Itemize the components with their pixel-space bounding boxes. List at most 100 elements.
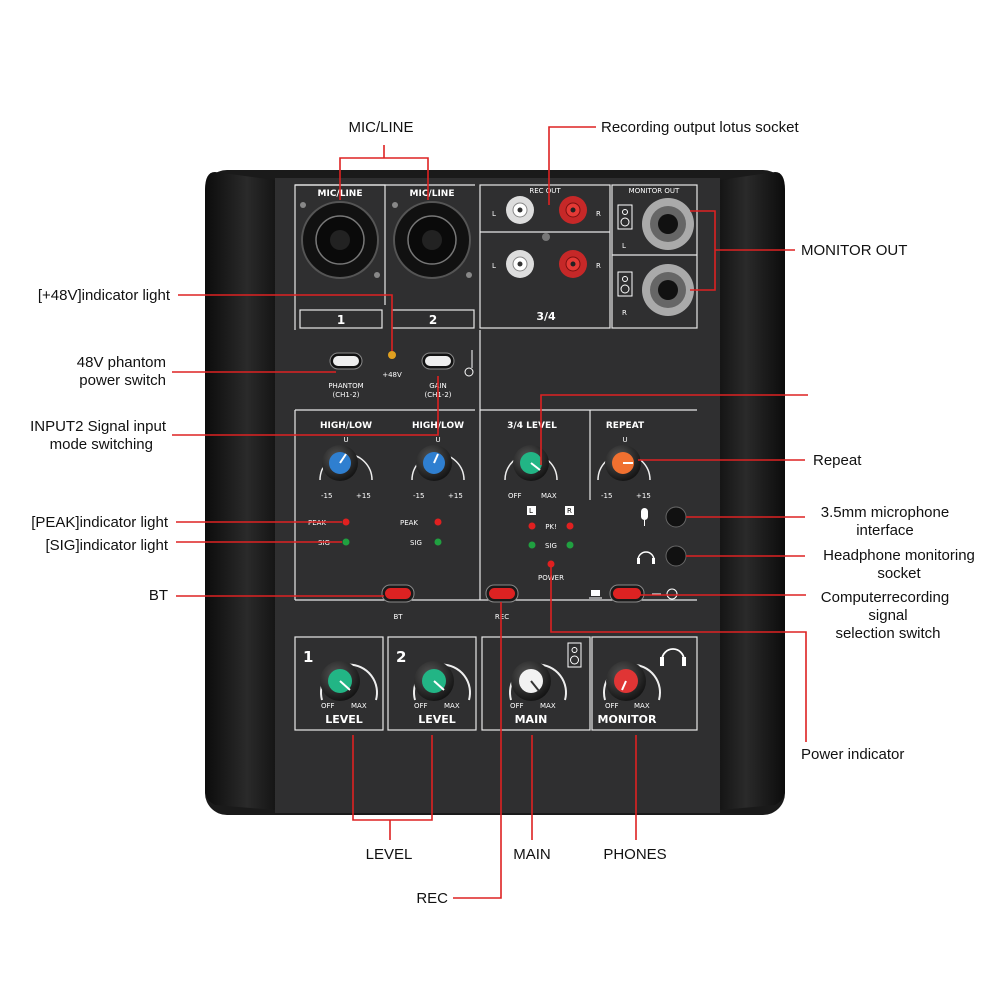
loop-icon [652, 588, 678, 600]
repeat-knob[interactable] [597, 445, 651, 481]
peak-led-1 [342, 518, 350, 526]
panel-borders [294, 184, 698, 731]
max-label-main: MAX [540, 702, 556, 710]
callout-peak: [PEAK]indicator light [31, 514, 169, 531]
rca-socket-rec-l[interactable] [506, 196, 534, 224]
level-34-knob[interactable] [504, 445, 558, 481]
callout-repeat: Repeat [813, 452, 862, 469]
callout-computer-2: signal [868, 607, 907, 624]
callout-mic-interface-1: 3.5mm microphone [821, 504, 949, 521]
plus48v-label: +48V [382, 371, 402, 379]
plus15-label-1: +15 [356, 492, 371, 500]
speaker-icon [567, 642, 582, 668]
xlr-input-1[interactable] [300, 201, 380, 279]
callout-rec: REC [416, 890, 448, 907]
microphone-icon [641, 508, 648, 526]
rca-socket-rec-r[interactable] [559, 196, 587, 224]
monitor-knob[interactable] [603, 661, 661, 701]
callout-mic-line: MIC/LINE [348, 119, 413, 136]
mic-jack-35mm[interactable] [665, 506, 687, 528]
callout-headphone-1: Headphone monitoring [823, 547, 975, 564]
repeat-panel-label: REPEAT [606, 421, 645, 431]
monitor-out-l-jack[interactable] [642, 198, 694, 250]
callout-48v-light: [+48V]indicator light [38, 287, 171, 304]
monitor-r-label: R [622, 309, 627, 317]
rca-r-label-1: R [596, 210, 601, 218]
rec-button[interactable] [485, 584, 519, 603]
callout-level: LEVEL [366, 846, 413, 863]
level-panel-label-1: LEVEL [325, 713, 363, 726]
callout-phantom-1: 48V phantom [77, 354, 166, 371]
u-label-3: U [622, 436, 627, 444]
u-label-1: U [343, 436, 348, 444]
led-48v [388, 351, 396, 359]
u-label-2: U [435, 436, 440, 444]
headphone-jack[interactable] [665, 545, 687, 567]
computer-icon [589, 590, 602, 599]
gain-switch[interactable] [421, 352, 455, 370]
bt-button[interactable] [381, 584, 415, 603]
phantom-sub-label: (CH1-2) [332, 391, 359, 399]
phantom-switch[interactable] [329, 352, 363, 370]
rca-r-label-2: R [596, 262, 601, 270]
max-label-34: MAX [541, 492, 557, 500]
callout-input2-2: mode switching [50, 436, 153, 453]
callout-sig: [SIG]indicator light [45, 537, 168, 554]
min15-label-3: -15 [601, 492, 612, 500]
rec-panel-label: REC [495, 613, 509, 621]
sig-led-l [528, 541, 536, 549]
min15-label-1: -15 [321, 492, 332, 500]
callout-mic-interface-2: interface [856, 522, 914, 539]
monitor-out-panel-label: MONITOR OUT [629, 187, 680, 195]
sig-led-2 [434, 538, 442, 546]
rca-socket-34-r[interactable] [559, 250, 587, 278]
callout-headphone-2: socket [877, 565, 921, 582]
sig-label-2: SIG [410, 539, 422, 547]
callout-power: Power indicator [801, 746, 904, 763]
xlr-input-2[interactable] [392, 201, 472, 279]
level-knob-1[interactable] [320, 661, 378, 701]
callout-bt: BT [149, 587, 168, 604]
pk-label: PK! [545, 523, 557, 531]
callout-rec-output: Recording output lotus socket [601, 119, 799, 136]
speaker-icon [617, 271, 633, 297]
rca-l-label-2: L [492, 262, 496, 270]
ch1-number: 1 [303, 648, 313, 666]
sig-led-1 [342, 538, 350, 546]
high-low-knob-2[interactable] [411, 445, 465, 481]
peak-label-2: PEAK [400, 519, 418, 527]
high-low-knob-1[interactable] [319, 445, 373, 481]
rca-l-label-1: L [492, 210, 496, 218]
off-label-main: OFF [510, 702, 524, 710]
channel-2-label: 2 [429, 313, 437, 327]
off-label-l2: OFF [414, 702, 428, 710]
peak-label-1: PEAK [308, 519, 326, 527]
high-low-label-1: HIGH/LOW [320, 421, 372, 431]
sig-label-1: SIG [318, 539, 330, 547]
rca-socket-34-l[interactable] [506, 250, 534, 278]
bt-panel-label: BT [393, 613, 403, 621]
three-four-label: 3/4 [536, 310, 556, 323]
speaker-icon [617, 204, 633, 230]
mic-line-label-2: MIC/LINE [410, 189, 455, 199]
rec-out-label: REC OUT [529, 187, 561, 195]
level-knob-2[interactable] [413, 661, 471, 701]
monitor-out-r-jack[interactable] [642, 264, 694, 316]
level-34-label: 3/4 LEVEL [507, 421, 557, 431]
pk-led-r [566, 522, 574, 530]
leader-lines [172, 126, 808, 899]
main-knob[interactable] [509, 661, 567, 701]
off-label-l1: OFF [321, 702, 335, 710]
computer-recording-switch[interactable] [609, 584, 645, 603]
monitor-panel-label: MONITOR [598, 713, 657, 726]
max-label-l1: MAX [351, 702, 367, 710]
mixer-body [205, 170, 785, 815]
peak-led-2 [434, 518, 442, 526]
callout-phones: PHONES [603, 846, 666, 863]
off-label-34: OFF [508, 492, 522, 500]
main-r-label: R [567, 507, 572, 515]
pk-led-l [528, 522, 536, 530]
headphones-icon [660, 648, 686, 666]
level-panel-label-2: LEVEL [418, 713, 456, 726]
